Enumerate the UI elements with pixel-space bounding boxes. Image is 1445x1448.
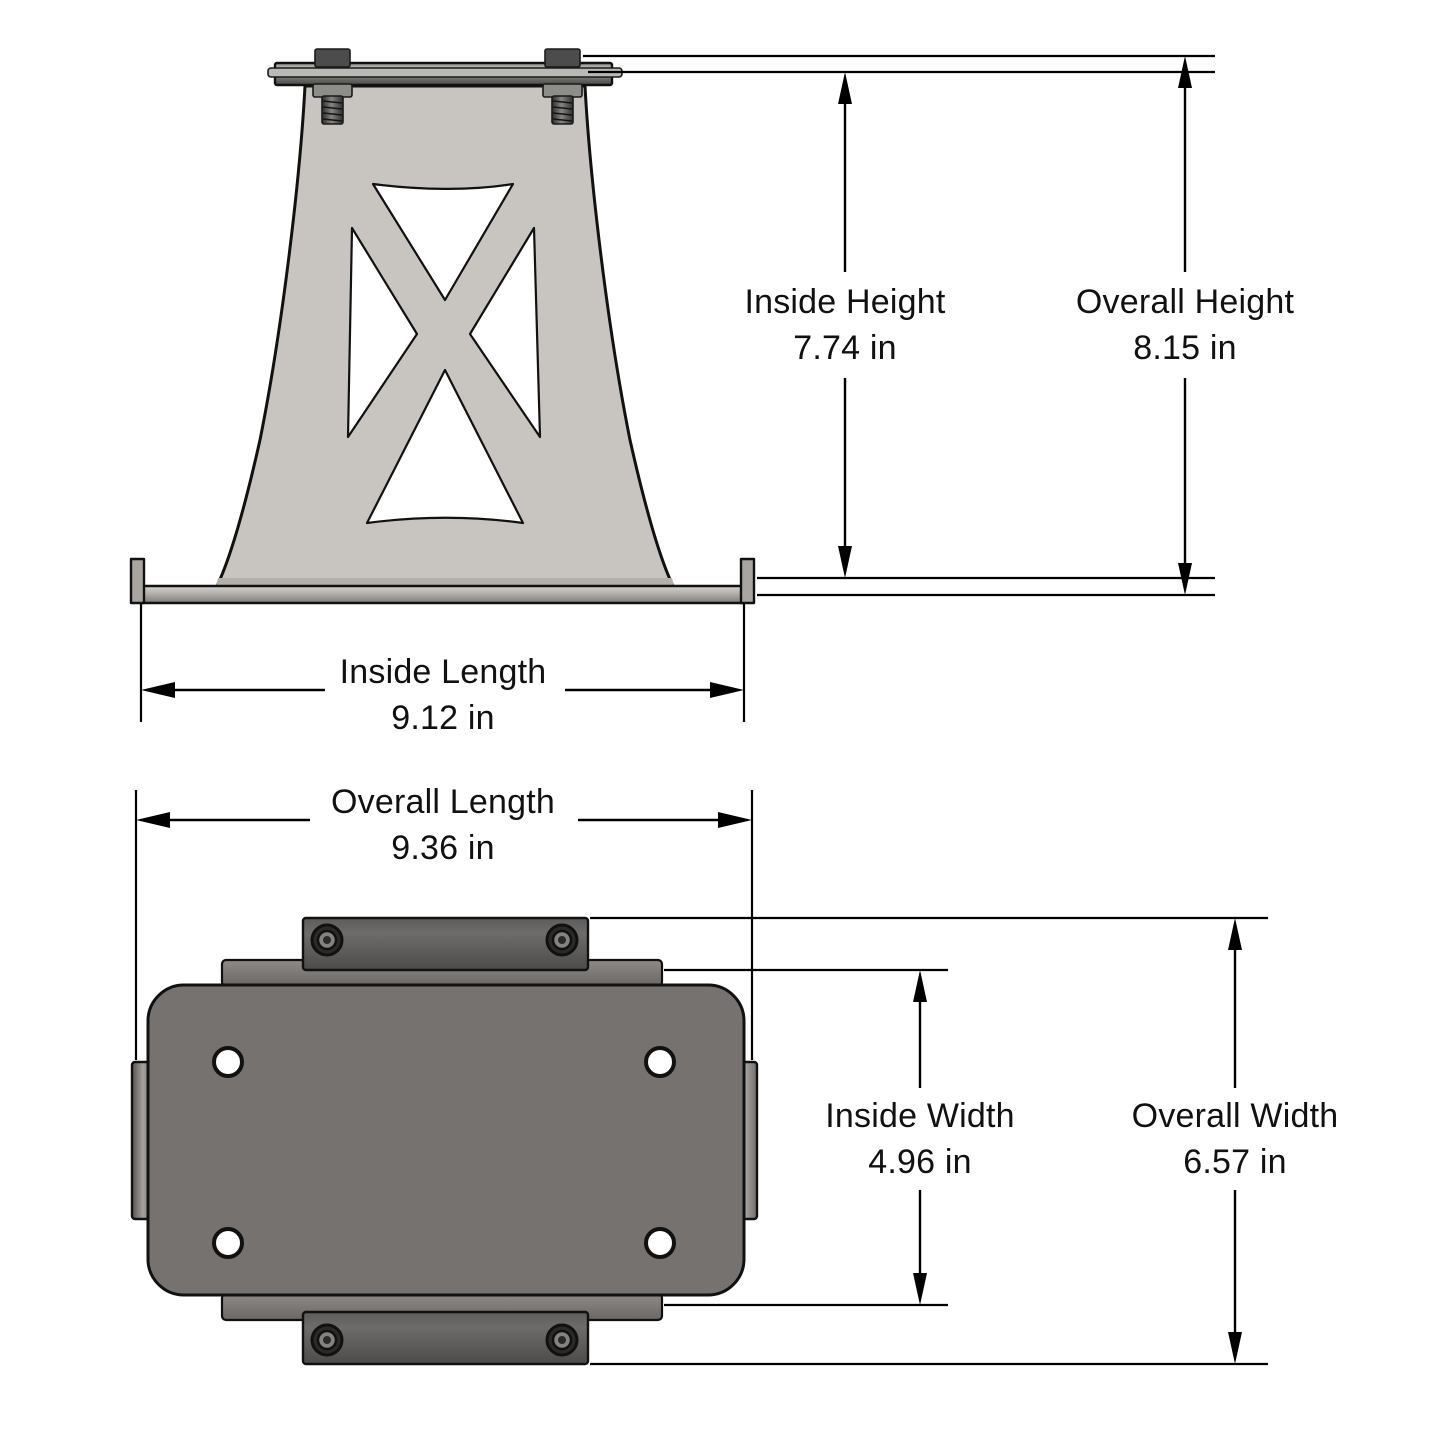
base-flange bbox=[138, 584, 747, 605]
arrow-head-up bbox=[1228, 918, 1242, 950]
mounting-hole-bottom-right bbox=[644, 1227, 676, 1259]
dimension-inside-height: Inside Height 7.74 in bbox=[744, 72, 946, 578]
crossbar-bolt-bottom-left bbox=[310, 1323, 344, 1357]
bolt-head-left bbox=[314, 48, 351, 68]
foot-lip-right bbox=[739, 557, 756, 605]
inside-width-value: 4.96 in bbox=[868, 1143, 971, 1181]
inside-height-label: Inside Height bbox=[744, 283, 945, 321]
crossbar-bolt-bottom-right bbox=[545, 1323, 579, 1357]
arrow-head-up bbox=[1178, 56, 1192, 88]
foot-lip-left bbox=[129, 557, 146, 605]
top-thin-rod bbox=[267, 67, 623, 78]
arrow-head-down bbox=[913, 1273, 927, 1305]
bolt-thread-right bbox=[551, 95, 574, 125]
plan-extension-lines bbox=[590, 916, 1268, 1366]
overall-height-value: 8.15 in bbox=[1133, 329, 1236, 367]
dimension-overall-width: Overall Width 6.57 in bbox=[1132, 918, 1339, 1364]
arrow-head-up bbox=[913, 970, 927, 1002]
mounting-hole-top-left bbox=[212, 1046, 244, 1078]
cutout-bottom-triangle bbox=[365, 368, 525, 525]
arrow-head-right bbox=[718, 812, 752, 828]
crossbar-bolt-top-right bbox=[545, 923, 579, 957]
arrow-head-up bbox=[838, 72, 852, 104]
dimension-inside-width: Inside Width 4.96 in bbox=[825, 970, 1015, 1305]
plan-base-plate bbox=[146, 983, 746, 1297]
elevation-extension-lines bbox=[583, 54, 1215, 597]
bolt-head-right bbox=[544, 48, 581, 68]
arrow-head-down bbox=[1178, 563, 1192, 595]
arrow-head-down bbox=[838, 546, 852, 578]
bolt-washer-right bbox=[542, 83, 583, 98]
arrow-head-left bbox=[141, 682, 175, 698]
arrow-head-left bbox=[136, 812, 170, 828]
overall-height-label: Overall Height bbox=[1076, 283, 1295, 321]
crossbar-bolt-top-left bbox=[310, 923, 344, 957]
dimension-overall-height: Overall Height 8.15 in bbox=[1076, 56, 1295, 595]
inside-width-label: Inside Width bbox=[825, 1097, 1014, 1135]
cutout-left-triangle bbox=[346, 226, 419, 439]
overall-length-label: Overall Length bbox=[331, 783, 555, 821]
mounting-hole-top-right bbox=[644, 1046, 676, 1078]
inside-height-value: 7.74 in bbox=[793, 329, 896, 367]
plan-view bbox=[130, 916, 759, 1366]
cutout-top-triangle bbox=[371, 182, 515, 302]
dimension-inside-length: Inside Length 9.12 in bbox=[139, 603, 746, 737]
overall-width-label: Overall Width bbox=[1132, 1097, 1339, 1135]
mounting-hole-bottom-left bbox=[212, 1227, 244, 1259]
dimension-overall-length: Overall Length 9.36 in bbox=[134, 783, 754, 1060]
plan-bottom-crossbar bbox=[301, 1310, 590, 1366]
inside-length-value: 9.12 in bbox=[391, 699, 494, 737]
bolt-thread-left bbox=[321, 95, 344, 125]
elevation-view bbox=[129, 48, 756, 605]
overall-length-value: 9.36 in bbox=[391, 829, 494, 867]
bolt-washer-left bbox=[312, 83, 353, 98]
arrow-head-right bbox=[710, 682, 744, 698]
overall-width-value: 6.57 in bbox=[1183, 1143, 1286, 1181]
plan-top-crossbar bbox=[301, 916, 590, 972]
cutout-right-triangle bbox=[468, 226, 542, 439]
inside-length-label: Inside Length bbox=[340, 653, 547, 691]
arrow-head-down bbox=[1228, 1332, 1242, 1364]
